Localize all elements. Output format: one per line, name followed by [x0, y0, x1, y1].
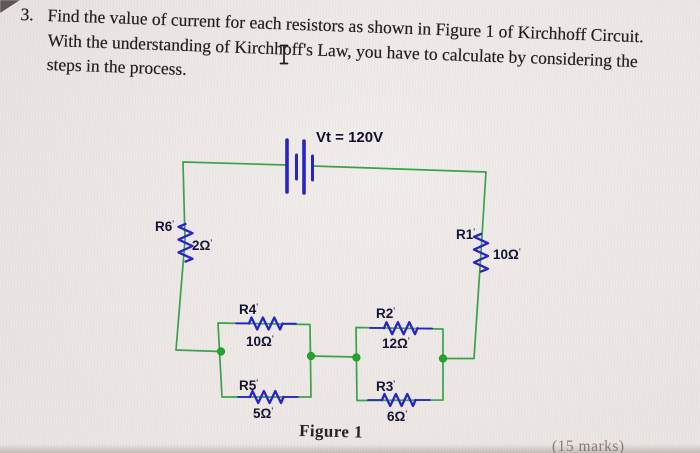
resistor-R5-value: 5Ωʹ: [253, 406, 273, 421]
source-voltage-label: Vt = 120V: [316, 129, 383, 146]
resistor-R3-label: R3ʹ: [376, 379, 395, 394]
junction-dot: [352, 353, 361, 362]
resistor-R1-label: R1ʹ: [456, 227, 475, 242]
figure-caption: Figure 1: [299, 421, 363, 442]
wire-bottom-left-link: [175, 349, 222, 353]
resistor-R6-icon: [177, 222, 194, 263]
resistor-R6-value: 2Ωʹ: [192, 238, 212, 253]
resistor-R1-value: 10Ωʹ: [493, 247, 521, 262]
resistor-R2-label: R2ʹ: [376, 306, 395, 321]
resistor-R6-label: R6ʹ: [155, 219, 174, 234]
i-beam-cursor: [279, 44, 289, 65]
wire-left-riser: [175, 161, 186, 351]
junction-dot: [306, 351, 316, 361]
resistor-R2-icon: [382, 321, 419, 336]
resistor-R5-label: R5ʹ: [239, 378, 258, 393]
right-parallel-block-outline: [355, 326, 444, 402]
resistor-R4-label: R4ʹ: [239, 302, 258, 317]
resistor-R4-value: 10Ωʹ: [246, 334, 274, 349]
wire-top-right: [311, 165, 487, 173]
resistor-R1-icon: [472, 232, 490, 273]
resistor-R4-icon: [247, 316, 284, 331]
resistor-R5-icon: [248, 389, 285, 405]
junction-dot: [438, 354, 448, 363]
left-parallel-block-outline: [217, 322, 312, 398]
battery-icon: [285, 138, 314, 195]
wire-top-left: [182, 161, 288, 166]
junction-dot: [216, 347, 226, 356]
wire-middle-link: [310, 355, 357, 358]
marks-partial-text: (15 marks): [552, 438, 625, 453]
resistor-R3-icon: [380, 392, 417, 408]
resistor-R2-lead: [369, 327, 433, 330]
resistor-R2-value: 12Ωʹ: [382, 336, 410, 351]
resistor-R3-value: 6Ωʹ: [387, 409, 407, 424]
